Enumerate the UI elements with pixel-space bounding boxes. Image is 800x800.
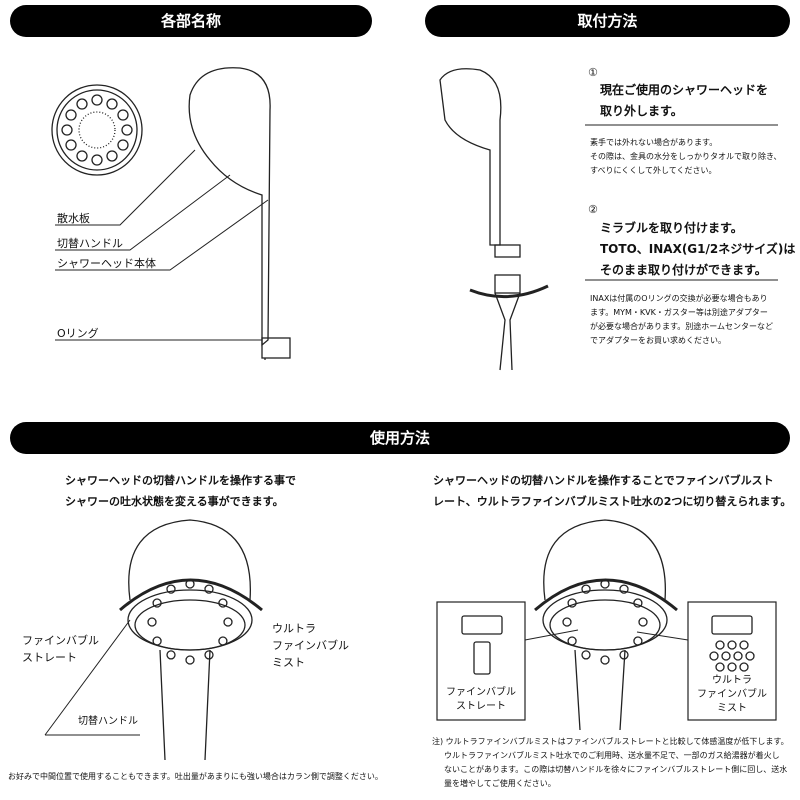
nozzle (204, 650, 214, 660)
box-fine-bubble-straight: ファインバブルストレート (446, 687, 516, 712)
step2-note: INAXは付属のOリングの交換が必要な場合もあります。MYM・KVK・ガスター等… (590, 294, 773, 345)
mist-nozzle (715, 640, 725, 650)
nozzle (581, 584, 591, 594)
nozzle (218, 598, 228, 608)
label-switch-handle-usage: 切替ハンドル (78, 716, 138, 727)
nozzle (633, 636, 643, 646)
header-parts: 各部名称 (10, 5, 372, 37)
nozzle (106, 98, 118, 110)
mist-nozzle (721, 651, 731, 661)
nozzle (638, 617, 648, 627)
nozzle (223, 617, 233, 627)
mist-nozzle (739, 640, 749, 650)
mist-nozzle (727, 640, 737, 650)
nozzle (185, 579, 195, 589)
nozzle (76, 98, 88, 110)
nozzle (218, 636, 228, 646)
nozzle (600, 579, 610, 589)
mist-nozzle (709, 651, 719, 661)
nozzle (185, 655, 195, 665)
step2-number: ② (588, 203, 598, 216)
label-o-ring: Oリング (57, 327, 99, 340)
nozzle (76, 150, 88, 162)
shower-head-side-illustration (188, 67, 271, 347)
box-ultra-mist: ウルトラファインバブルミスト (697, 675, 767, 714)
nozzle (204, 584, 214, 594)
nozzle (567, 636, 577, 646)
usage-left-desc: シャワーヘッドの切替ハンドルを操作する事でシャワーの吐水状態を変える事ができます… (65, 474, 296, 508)
mist-nozzle (733, 651, 743, 661)
nozzle (562, 617, 572, 627)
nozzle (65, 139, 77, 151)
label-spray-plate: 散水板 (57, 212, 90, 225)
rotate-arrow-icon (469, 284, 549, 299)
nozzle (91, 154, 103, 166)
label-head-body: シャワーヘッド本体 (57, 257, 156, 270)
nozzle (619, 584, 629, 594)
step2-text: ミラブルを取り付けます。TOTO、INAX(G1/2ネジサイズ)はそのまま取り付… (600, 221, 796, 277)
nozzle (166, 584, 176, 594)
label-ultra-mist: ウルトラファインバブルミスト (272, 622, 349, 669)
nozzle (152, 636, 162, 646)
nozzle (65, 109, 77, 121)
nozzle (117, 139, 129, 151)
usage-right-desc: シャワーヘッドの切替ハンドルを操作することでファインバブルストレート、ウルトラフ… (433, 474, 792, 508)
nozzle (61, 124, 73, 136)
nozzle (152, 598, 162, 608)
nozzle (147, 617, 157, 627)
usage-left-note: お好みで中間位置で使用することもできます。吐出量があまりにも強い場合はカラン側で… (8, 772, 383, 781)
spray-face-illustration (51, 84, 143, 176)
mist-nozzle (739, 662, 749, 672)
mist-nozzle (715, 662, 725, 672)
nozzle (633, 598, 643, 608)
nozzle (581, 650, 591, 660)
label-switch-handle: 切替ハンドル (57, 237, 123, 250)
step1-text: 現在ご使用のシャワーヘッドを取り外します。 (600, 83, 769, 118)
header-install: 取付方法 (425, 5, 790, 37)
nozzle (106, 150, 118, 162)
nozzle (567, 598, 577, 608)
header-usage: 使用方法 (10, 422, 790, 454)
step1-number: ① (588, 66, 598, 79)
nozzle (619, 650, 629, 660)
shower-head-install-illustration (439, 68, 502, 246)
usage-right-note: 注) ウルトラファインバブルミストはファインバブルストレートと比較して体感温度が… (432, 737, 789, 788)
label-fine-bubble-straight: ファインバブルストレート (22, 634, 99, 664)
nozzle (600, 655, 610, 665)
nozzle (117, 109, 129, 121)
step1-note: 素手では外れない場合があります。その際は、金具の水分をしっかりタオルで取り除き、… (590, 138, 782, 175)
mist-nozzle (727, 662, 737, 672)
nozzle (91, 94, 103, 106)
nozzle (121, 124, 133, 136)
nozzle (166, 650, 176, 660)
mist-nozzle (745, 651, 755, 661)
